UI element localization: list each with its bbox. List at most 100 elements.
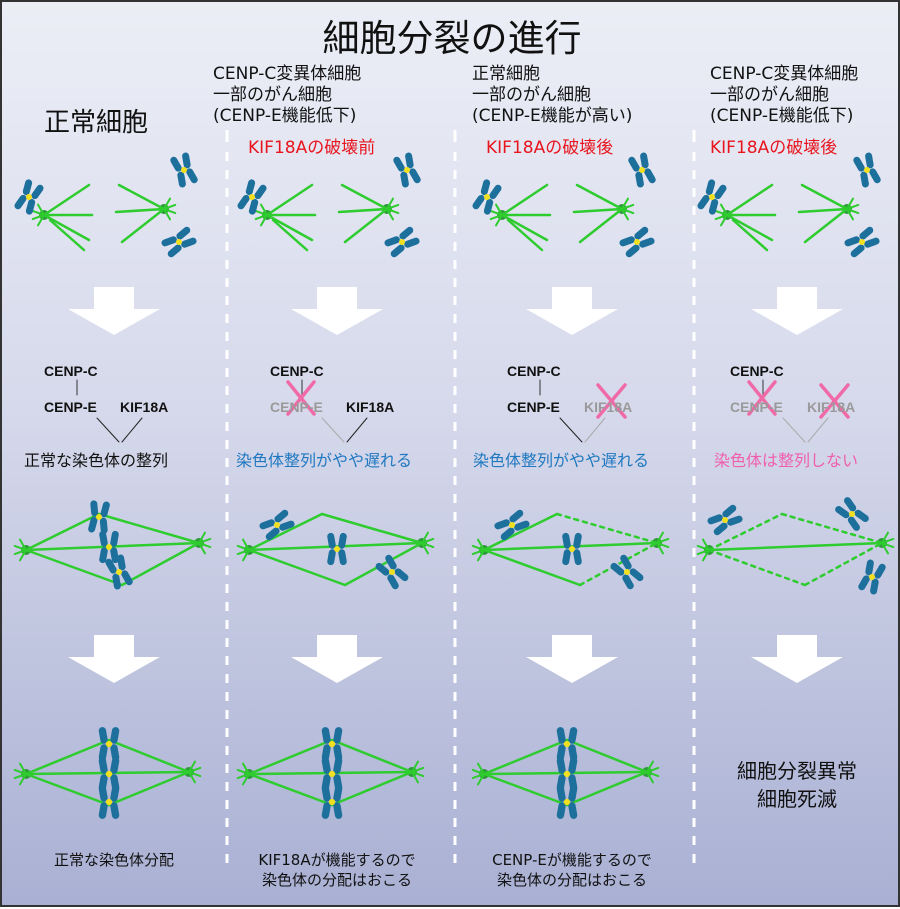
spindle-fiber [107,738,191,774]
aster-ray [471,544,485,551]
aster-ray [702,538,710,551]
col1-header: 正常細胞 [44,108,149,138]
chromatid [514,520,530,531]
chromatid [274,509,289,523]
chromatid [14,194,27,210]
centromere [634,239,640,245]
centromere [709,194,715,200]
aster-ray [31,214,45,221]
chromatid [404,237,420,248]
aster-ray [37,203,45,216]
chromosome [835,497,869,531]
aster-ray [421,542,435,549]
chromosome [105,554,133,590]
chromatid [394,568,409,582]
chromatid [707,514,723,525]
aster-ray [846,203,860,210]
chromatid [393,156,405,172]
chromatid [333,744,343,761]
chromatid [25,198,36,215]
chromatid [619,236,635,247]
down-arrow-icon [526,287,618,335]
centromere [181,167,187,173]
spindle-fiber [107,770,191,807]
chromatid [562,549,571,566]
col3-outcome: CENP-Eが機能するので染色体の分配はおこる [462,850,682,890]
spindle-fiber [343,207,389,244]
aster-ray [646,771,660,778]
chromatid [333,727,343,744]
centromere [399,239,405,245]
outcome-line: 細胞分裂異常 [737,759,857,783]
chromosome [237,179,267,215]
chromatid [99,530,108,547]
chromatid [110,785,120,802]
down-arrow-icon [68,287,160,335]
chromatid [121,570,133,586]
chromatid [705,179,716,196]
chromosome [321,727,343,761]
aster-ray [656,531,664,544]
centromere [106,544,112,550]
aster-ray [13,773,27,780]
chromatid [472,194,485,210]
col2-cenp-c: CENP-C [270,363,324,379]
chromatid [400,171,409,188]
chromosome [88,500,110,534]
col1-cenp-c: CENP-C [44,363,98,379]
col4-kif18a: KIF18A [807,399,856,415]
chromatid [182,152,191,169]
aster-ray [188,771,202,778]
spindle-fiber [803,541,884,587]
chromosome [844,226,880,258]
chromatid [494,519,510,530]
chromatid [22,179,33,196]
aster-ray [163,208,177,215]
chromatid [568,744,578,761]
aster-ray [621,208,635,215]
centromere [484,194,490,200]
spindle-fiber [48,218,86,252]
col2-condition: KIF18Aの破壊前 [248,138,376,158]
chromatid [248,198,259,215]
chromatid [170,156,182,172]
aster-ray [696,544,710,551]
pathway-arrow [321,417,345,443]
spindle-fiber [24,738,111,776]
chromatid [98,744,108,761]
chromatid [90,500,99,517]
col3-cenp-c: CENP-C [507,363,561,379]
spindle-fiber [506,218,544,252]
aster-ray [421,542,429,555]
chromatid [847,516,860,531]
chromatid [333,757,343,774]
centromere [96,514,102,520]
spindle-fiber [320,512,424,545]
spindle-fiber [247,772,334,807]
spindle-fiber [578,207,624,244]
centromere [249,194,255,200]
chromosome [375,554,409,590]
chromatid [573,532,582,549]
aster-ray [198,531,206,544]
col4-result: 染色体は整列しない [714,451,859,470]
chromatid [722,504,737,518]
chromosome [14,179,44,215]
aster-ray [846,197,854,210]
spindle-fiber [337,207,389,214]
spindle-fiber [565,770,649,807]
col2-kif18a: KIF18A [346,399,395,415]
aster-ray [881,542,889,555]
chromatid [338,549,347,566]
chromosome [98,727,120,761]
spindle-fiber [555,512,659,545]
col3-header-line: (CENP-E機能が高い) [472,106,633,126]
aster-ray [37,214,45,227]
spindle-fiber [24,548,124,587]
chromatid [100,501,110,518]
chromatid [850,244,865,258]
spindle-fiber [500,213,549,242]
chromatid [568,802,578,819]
chromatid [610,562,625,576]
aster-ray [696,549,710,556]
